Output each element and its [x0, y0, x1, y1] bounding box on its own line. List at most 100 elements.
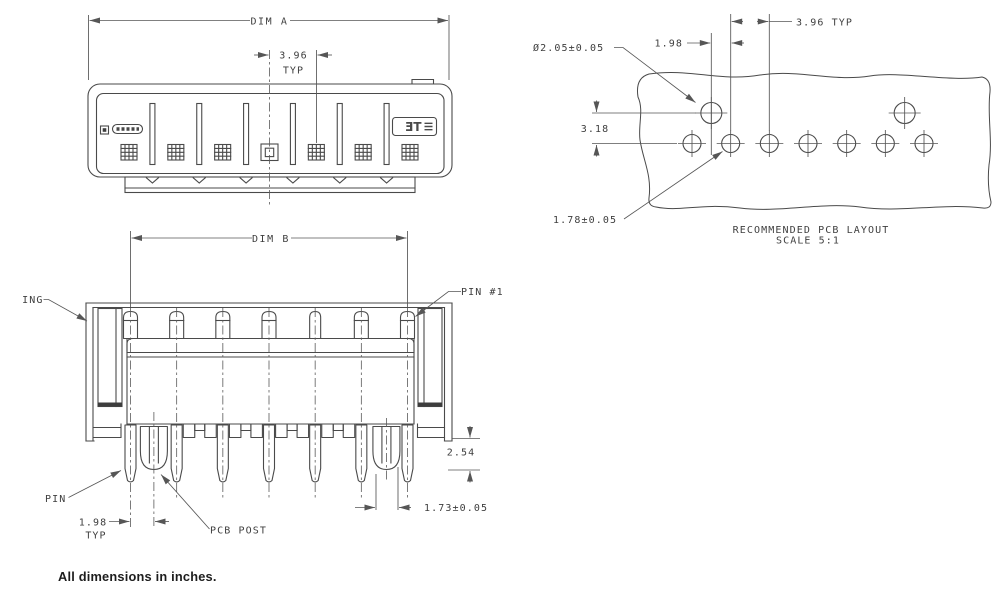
front-flange-notch	[379, 177, 394, 184]
front-pitch-typ: TYP	[283, 66, 304, 77]
pcb-pin-hole-crosshair	[755, 130, 784, 157]
side-foot-notch	[332, 423, 344, 432]
pin-hole-dia-label: 1.78±0.05	[553, 215, 617, 226]
side-foot-tab	[342, 423, 356, 439]
side-foot-tab	[204, 423, 217, 439]
front-view: TE DIM A 3.96 TYP	[87, 15, 453, 207]
side-centerlines	[130, 308, 408, 527]
side-foot-tab	[182, 423, 196, 439]
standoff-label: 2.54	[447, 448, 475, 459]
pin-hole-dia-callout: 1.78±0.05	[553, 151, 723, 226]
side-pcb-post-prongs	[148, 425, 159, 464]
te-logo-text: TE	[405, 120, 421, 134]
pcb-pin-hole-crosshair	[678, 130, 706, 157]
front-slot	[336, 102, 343, 166]
front-flange-notch	[145, 177, 160, 184]
side-housing-top	[85, 302, 453, 309]
side-foot-notch	[194, 423, 206, 432]
front-slots	[149, 102, 390, 166]
dim-a-dimension: DIM A	[88, 15, 450, 80]
side-left-wall-panel	[97, 307, 123, 408]
side-foot-tab	[228, 423, 242, 439]
pin-callout: PIN	[45, 470, 122, 505]
front-contact-grid	[307, 143, 325, 161]
pin-label: PIN	[45, 494, 66, 505]
front-flange-notch	[192, 177, 207, 184]
side-view: DIM B ING PIN #1 PIN 1.98 TYP PCB POST	[22, 231, 504, 542]
dim-b-dimension: DIM B	[130, 231, 408, 307]
front-flange	[124, 176, 416, 194]
side-left-foot	[85, 423, 122, 442]
front-flange-notch	[286, 177, 300, 184]
pcb-post-hole-crosshair	[888, 97, 921, 129]
pcb-pin-hole-crosshair	[871, 130, 900, 157]
front-flange-notch	[332, 177, 347, 184]
front-polarizing-tab	[411, 78, 435, 85]
pcb-board-outline	[637, 71, 992, 210]
row-spacing-dimension: 3.18	[581, 100, 696, 157]
front-slot	[289, 102, 296, 166]
front-housing-inner-face	[95, 92, 445, 175]
te-logo: TE	[391, 116, 438, 137]
side-foot-tab	[250, 423, 263, 439]
standoff-dimension: 2.54	[447, 426, 480, 483]
housing-callout: ING	[22, 295, 88, 322]
row-spacing-label: 3.18	[581, 124, 609, 135]
pcb-pitch-dimension: 3.96 TYP	[731, 18, 853, 29]
pcb-pin-hole-crosshair	[832, 130, 861, 157]
housing-label: ING	[22, 295, 43, 306]
side-cavity-walls	[126, 337, 415, 425]
dim-b-label: DIM B	[252, 234, 290, 245]
front-slot	[243, 102, 250, 166]
pcb-holes	[678, 97, 939, 157]
front-flange-notch	[239, 177, 253, 184]
side-left-wall	[85, 302, 94, 442]
pin1-callout: PIN #1	[415, 287, 504, 317]
pcb-pin-hole-crosshair	[794, 130, 823, 157]
side-foot-tab	[275, 423, 288, 439]
front-slot	[149, 102, 156, 166]
side-standoff-feet	[182, 423, 356, 439]
front-contact-grid	[401, 143, 419, 161]
side-foot-tab	[321, 423, 334, 439]
te-logo-bars-icon	[424, 122, 433, 131]
post-hole-dia-label: Ø2.05±0.05	[533, 42, 604, 54]
pcb-extension-lines	[710, 14, 770, 155]
pcb-pitch-label: 3.96 TYP	[796, 18, 853, 29]
front-slot	[383, 102, 390, 166]
side-foot-tab	[296, 423, 310, 439]
side-right-wall	[443, 302, 453, 442]
front-contact-grid	[120, 143, 138, 161]
side-pcb-post-prongs	[381, 425, 392, 464]
pcb-layout-title: RECOMMENDED PCB LAYOUT	[733, 225, 890, 236]
front-flange-notches	[145, 177, 394, 184]
pcb-post-callout: PCB POST	[160, 474, 267, 537]
front-pitch-dimension: 3.96 TYP	[254, 50, 332, 143]
pcb-post-label: PCB POST	[210, 526, 267, 537]
pin-pitch-dimension: 1.98 TYP	[79, 518, 169, 542]
front-contact-grid	[167, 143, 185, 161]
front-contact-grid	[354, 143, 372, 161]
front-contact-grid	[214, 143, 232, 161]
dim-a-label: DIM A	[250, 17, 288, 28]
front-pitch-value: 3.96	[279, 51, 307, 62]
side-foot-notch	[286, 423, 298, 432]
pcb-pin-hole-crosshair	[716, 130, 745, 157]
side-rail-lines	[126, 351, 415, 358]
pcb-offset-label: 1.98	[655, 39, 683, 50]
pcb-pin-hole-crosshair	[910, 130, 939, 157]
post-dia-dimension: 1.73±0.05	[355, 467, 488, 514]
front-slot	[196, 102, 203, 166]
front-date-code-marking	[99, 123, 144, 135]
side-pcb-posts	[139, 425, 401, 471]
post-dia-label: 1.73±0.05	[424, 503, 488, 514]
pin-pitch-value: 1.98	[79, 518, 107, 529]
dimensions-note: All dimensions in inches.	[58, 569, 217, 584]
side-right-foot	[416, 423, 453, 442]
side-right-wall-panel	[417, 307, 443, 408]
pin1-label: PIN #1	[461, 287, 504, 298]
post-hole-dia-callout: Ø2.05±0.05	[533, 42, 696, 103]
pcb-offset-dimension: 1.98	[655, 39, 744, 50]
